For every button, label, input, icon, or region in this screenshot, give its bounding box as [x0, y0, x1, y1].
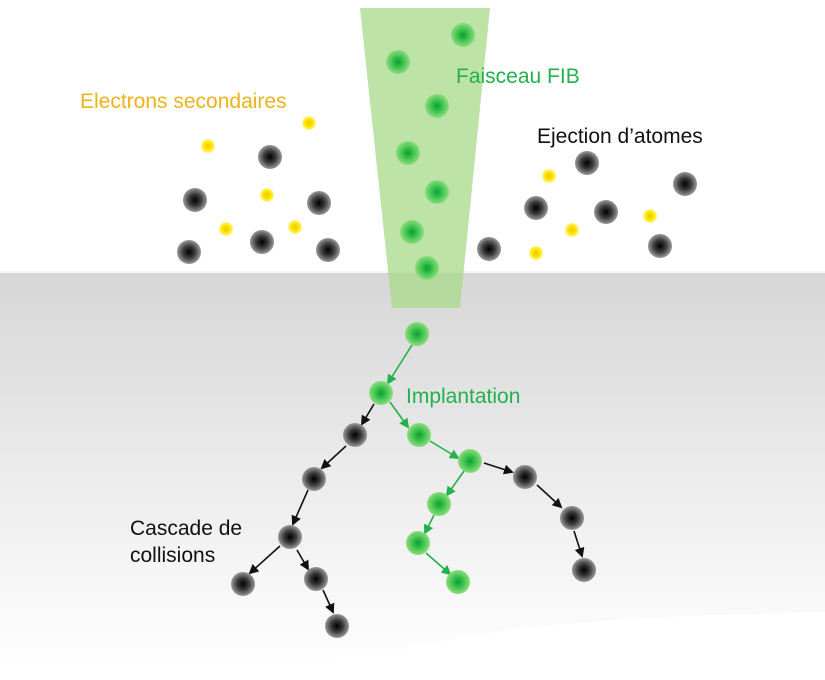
atom-particle [304, 567, 328, 591]
black-arrow [573, 530, 585, 558]
electron-particle [219, 222, 233, 236]
implantation-label: Implantation [406, 385, 521, 408]
collision-cascade-label: Cascade de collisions [130, 515, 242, 570]
implantation-arrows [386, 344, 465, 576]
fib-beam-label: Faisceau FIB [456, 65, 580, 88]
ion-particle [405, 322, 429, 346]
ion-particle [425, 180, 449, 204]
green-arrow [425, 552, 452, 576]
ion-particle [415, 256, 439, 280]
atom-particle [177, 240, 201, 264]
ion-particle [386, 50, 410, 74]
green-arrow [429, 440, 460, 460]
secondary-electrons [201, 116, 657, 260]
ion-particle [396, 141, 420, 165]
black-arrow [291, 489, 309, 526]
cascade-arrows [248, 403, 585, 614]
electron-particle [529, 246, 543, 260]
atom-particle [648, 234, 672, 258]
atom-particle [673, 172, 697, 196]
atom-particle [572, 558, 596, 582]
black-arrow [536, 484, 563, 509]
green-arrow [424, 514, 435, 535]
ion-particle [369, 381, 393, 405]
ion-particle [427, 492, 451, 516]
electron-particle [260, 188, 274, 202]
cascade-label-line2: collisions [130, 544, 216, 568]
black-arrow [360, 403, 375, 426]
black-arrow [483, 462, 514, 475]
black-arrow [320, 445, 347, 470]
beam-ions [386, 23, 475, 280]
atom-ejection-label: Ejection d’atomes [537, 125, 703, 148]
atom-particle [575, 151, 599, 175]
atom-particle [250, 230, 274, 254]
electron-particle [565, 223, 579, 237]
electron-particle [288, 220, 302, 234]
ion-particle [425, 94, 449, 118]
ion-particle [458, 449, 482, 473]
electron-particle [201, 139, 215, 153]
atom-particle [594, 200, 618, 224]
atom-particle [524, 196, 548, 220]
atom-particle [316, 238, 340, 262]
black-arrow [322, 589, 335, 614]
ion-particle [446, 570, 470, 594]
black-arrow [296, 549, 310, 571]
atom-particle [183, 188, 207, 212]
secondary-electrons-label: Electrons secondaires [80, 90, 287, 113]
atom-particle [343, 423, 367, 447]
atom-particle [307, 191, 331, 215]
substrate [0, 272, 825, 667]
atom-particle [560, 506, 584, 530]
atom-particle [477, 237, 501, 261]
green-arrow [386, 344, 413, 385]
atom-particle [325, 614, 349, 638]
atom-particle [278, 525, 302, 549]
ion-particle [400, 220, 424, 244]
cascade-label-line1: Cascade de [130, 517, 243, 540]
electron-particle [643, 209, 657, 223]
green-arrow [389, 401, 410, 429]
atom-particle [302, 467, 326, 491]
ion-particle [406, 531, 430, 555]
ion-particle [407, 423, 431, 447]
cascade-atoms [231, 423, 596, 638]
black-arrow [248, 545, 281, 575]
atom-particle [258, 145, 282, 169]
electron-particle [542, 169, 556, 183]
electron-particle [302, 116, 316, 130]
ion-particle [451, 23, 475, 47]
ejected-atoms [177, 145, 697, 264]
atom-particle [231, 572, 255, 596]
atom-particle [513, 465, 537, 489]
implanted-ions [369, 322, 482, 594]
green-arrow [445, 470, 465, 497]
fib-beam [360, 8, 490, 308]
